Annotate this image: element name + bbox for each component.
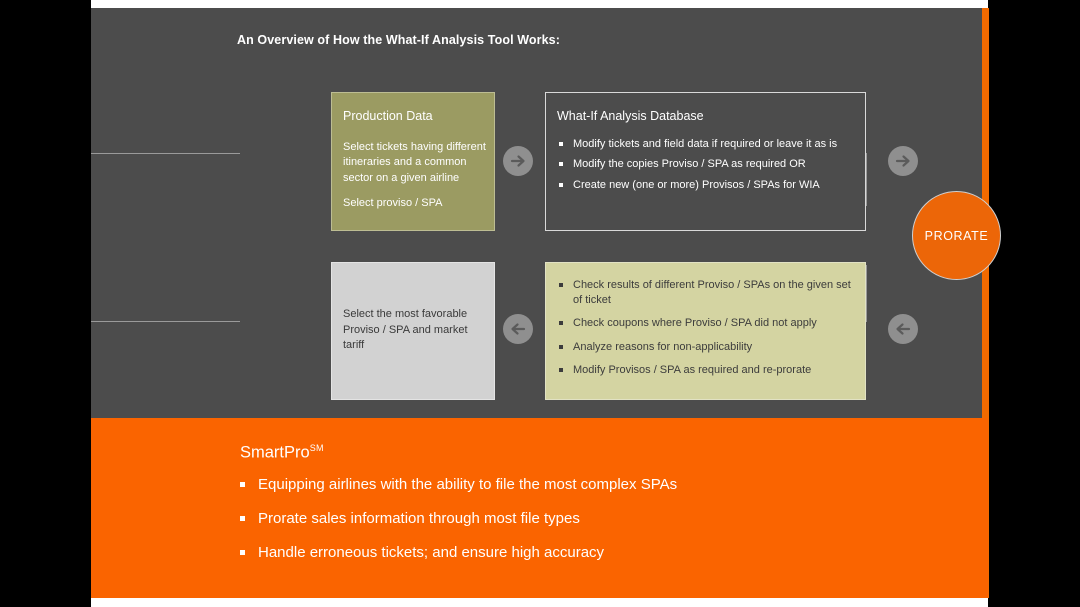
list-item: Modify Provisos / SPA as required and re… <box>557 363 854 378</box>
prorate-node[interactable]: PRORATE <box>912 191 1001 280</box>
production-data-body: Select tickets having different itinerar… <box>343 140 494 211</box>
page-top-strip <box>91 0 988 8</box>
whatif-analysis-database-bullets: Modify tickets and field data if require… <box>557 137 854 193</box>
prorate-node-label: PRORATE <box>924 228 989 243</box>
smartpro-title: SmartProSM <box>240 443 324 463</box>
connector-corner-top-down <box>866 153 867 206</box>
connector-left-top <box>91 153 240 154</box>
production-data-paragraph: Select tickets having different itinerar… <box>343 140 486 184</box>
favorable-proviso-box[interactable]: Select the most favorable Proviso / SPA … <box>331 262 495 400</box>
analysis-results-bullets: Check results of different Proviso / SPA… <box>557 278 854 378</box>
smartpro-servicemark: SM <box>309 443 324 453</box>
list-item: Equipping airlines with the ability to f… <box>240 476 677 494</box>
production-data-title: Production Data <box>343 109 433 123</box>
connector-corner-bottom-up <box>866 265 867 321</box>
whatif-analysis-database-box[interactable]: What-If Analysis Database Modify tickets… <box>545 92 866 231</box>
list-item: Prorate sales information through most f… <box>240 510 677 528</box>
list-item: Modify tickets and field data if require… <box>557 137 854 152</box>
smartpro-title-text: SmartPro <box>240 443 310 462</box>
arrow-left-icon <box>503 314 533 344</box>
list-item: Analyze reasons for non-applicability <box>557 340 854 355</box>
connector-left-bottom <box>91 321 240 322</box>
production-data-paragraph: Select proviso / SPA <box>343 196 443 209</box>
smartpro-bullet-list: Equipping airlines with the ability to f… <box>240 476 677 578</box>
list-item: Modify the copies Proviso / SPA as requi… <box>557 157 854 172</box>
list-item: Check coupons where Proviso / SPA did no… <box>557 316 854 331</box>
diagram-panel: An Overview of How the What-If Analysis … <box>91 8 1001 418</box>
list-item: Handle erroneous tickets; and ensure hig… <box>240 544 677 562</box>
arrow-right-icon <box>503 146 533 176</box>
whatif-analysis-database-title: What-If Analysis Database <box>557 109 704 123</box>
arrow-left-icon <box>888 314 918 344</box>
favorable-proviso-text: Select the most favorable Proviso / SPA … <box>343 308 468 352</box>
smartpro-summary-panel: SmartProSM Equipping airlines with the a… <box>91 418 988 598</box>
list-item: Check results of different Proviso / SPA… <box>557 278 854 307</box>
right-orange-accent-bar <box>982 8 989 598</box>
page-bottom-strip <box>91 598 988 607</box>
list-item: Create new (one or more) Provisos / SPAs… <box>557 178 854 193</box>
analysis-results-box[interactable]: Check results of different Proviso / SPA… <box>545 262 866 400</box>
page-title: An Overview of How the What-If Analysis … <box>237 33 560 47</box>
production-data-box[interactable]: Production Data Select tickets having di… <box>331 92 495 231</box>
arrow-right-icon <box>888 146 918 176</box>
